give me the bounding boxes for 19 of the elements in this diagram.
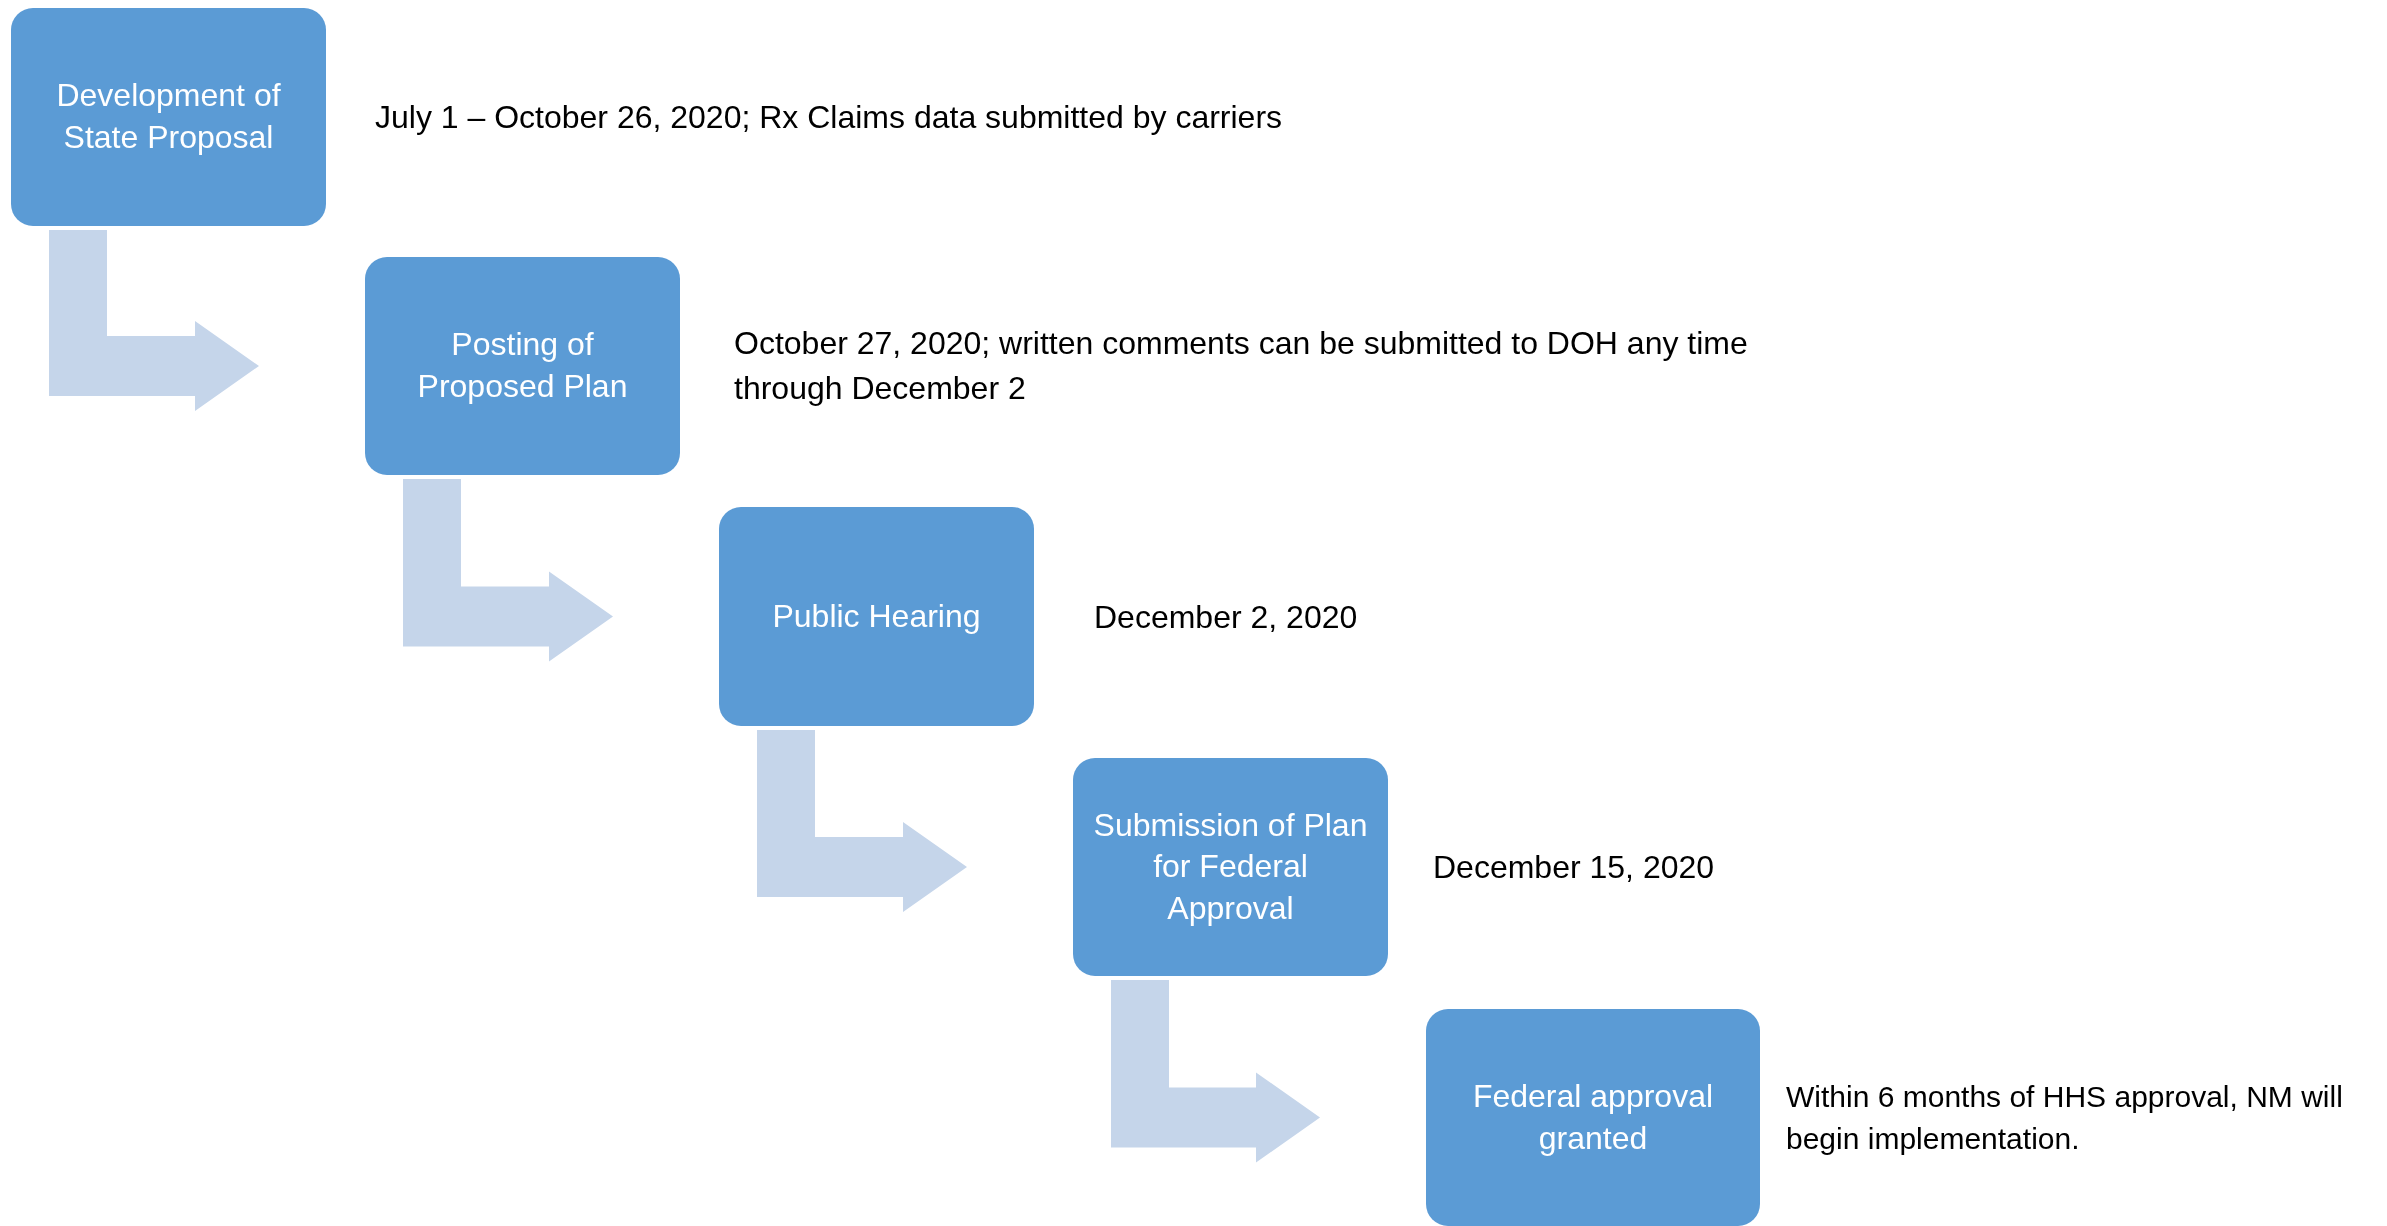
process-box xyxy=(11,8,326,226)
step-label: Posting of Proposed Plan xyxy=(416,325,629,406)
process-box xyxy=(719,507,1034,726)
date-note: Within 6 months of HHS approval, NM will begin implementation. xyxy=(1786,1078,2344,1157)
step-label: Submission of Plan for Federal Approval xyxy=(1092,805,1369,928)
bent-arrow xyxy=(49,230,259,411)
date-note: July 1 – October 26, 2020; Rx Claims data submitted by carriers xyxy=(375,97,1284,137)
bent-arrow xyxy=(757,730,967,912)
date-note: December 15, 2020 xyxy=(1433,847,1716,887)
process-box xyxy=(1426,1009,1760,1226)
step-label: Development of State Proposal xyxy=(55,76,282,157)
step-label: Public Hearing xyxy=(772,596,981,636)
date-note: December 2, 2020 xyxy=(1094,597,1359,637)
process-box xyxy=(1073,758,1388,976)
bent-arrow xyxy=(1111,980,1320,1163)
process-box xyxy=(365,257,680,475)
bent-arrow xyxy=(403,479,613,662)
date-note: October 27, 2020; written comments can be submitted to DOH any time through December 2 xyxy=(734,324,1749,408)
step-label: Federal approval granted xyxy=(1471,1076,1715,1158)
